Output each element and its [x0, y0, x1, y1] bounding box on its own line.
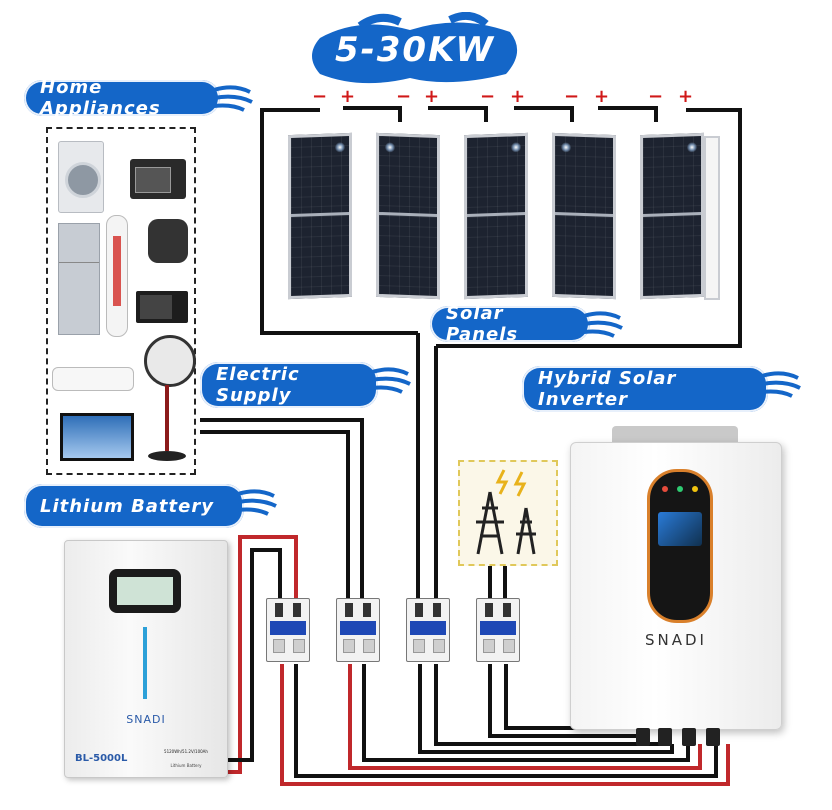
fan-base: [148, 451, 186, 461]
solar-panel: [640, 132, 704, 300]
sun-glare-icon: [385, 142, 395, 153]
plus-sign: +: [594, 86, 610, 107]
solar-panels-label-text: Solar Panels: [446, 303, 519, 345]
electric-supply-label: Electric Supply: [200, 362, 411, 408]
swirl-icon: [214, 85, 253, 112]
inverter-ports: [636, 726, 736, 748]
grid-wires: [488, 566, 507, 600]
refrigerator-icon: [58, 223, 100, 335]
solar-panel-edge: [704, 136, 720, 300]
utility-grid: [458, 460, 558, 566]
circuit-breaker-grid: [476, 598, 520, 662]
lithium-battery-label-text: Lithium Battery: [40, 495, 214, 517]
inverter-control-panel: [647, 469, 713, 623]
minus-sign: −: [312, 86, 328, 107]
solar-panel: [376, 132, 440, 300]
sun-glare-icon: [335, 142, 345, 153]
home-appliances-label-text: Home Appliances: [40, 77, 161, 119]
solar-panel: [552, 132, 616, 300]
panel-string-wires: [260, 106, 742, 600]
plus-sign: +: [510, 86, 526, 107]
plus-sign: +: [678, 86, 694, 107]
microwave-icon: [136, 291, 188, 323]
inverter-brand: SNADI: [645, 631, 707, 649]
plus-sign: +: [340, 86, 356, 107]
appliance-supply-wires: [200, 418, 364, 600]
lithium-battery-label: Lithium Battery: [24, 484, 277, 528]
toaster-oven-icon: [130, 159, 186, 199]
swirl-icon: [762, 371, 801, 398]
circuit-breaker-load: [336, 598, 380, 662]
sun-glare-icon: [511, 142, 521, 153]
minus-sign: −: [480, 86, 496, 107]
television-icon: [60, 413, 134, 461]
lithium-battery-unit: SNADI BL-5000L 5120Wh/51.2V/100Ah Lithiu…: [64, 540, 228, 778]
minus-sign: −: [648, 86, 664, 107]
minus-sign: −: [396, 86, 412, 107]
hybrid-inverter-label: Hybrid Solar Inverter: [522, 366, 801, 412]
home-appliances-label: Home Appliances: [24, 77, 253, 119]
rice-cooker-icon: [148, 219, 188, 263]
fan-icon: [144, 335, 196, 387]
swirl-icon: [238, 489, 277, 516]
battery-brand: SNADI: [126, 713, 166, 726]
inverter-screen: [658, 512, 702, 546]
swirl-icon: [372, 367, 411, 394]
plus-sign: +: [424, 86, 440, 107]
fan-stand: [165, 385, 169, 451]
power-tower-icon: [476, 469, 536, 555]
hybrid-inverter-label-text: Hybrid Solar Inverter: [538, 368, 677, 410]
solar-panel: [464, 132, 528, 300]
sun-glare-icon: [561, 142, 571, 153]
minus-sign: −: [564, 86, 580, 107]
battery-model: BL-5000L: [75, 753, 128, 764]
solar-panels-label: Solar Panels: [430, 303, 623, 345]
swirl-icon: [584, 311, 623, 338]
power-range-text: 5-30KW: [334, 30, 496, 70]
circuit-breaker-battery: [266, 598, 310, 662]
hybrid-inverter-unit: SNADI: [570, 442, 782, 730]
sun-glare-icon: [687, 142, 697, 153]
battery-spec: 5120Wh/51.2V/100Ah: [164, 749, 208, 754]
appliances-group: [46, 127, 196, 475]
electric-supply-label-text: Electric Supply: [216, 364, 300, 406]
power-range-badge: [312, 12, 518, 84]
solar-panel: [288, 132, 352, 300]
battery-type: Lithium Battery: [170, 763, 202, 768]
battery-indicator-strip: [143, 627, 147, 699]
inverter-mount-bracket: [612, 426, 738, 446]
air-conditioner-icon: [52, 367, 134, 391]
circuit-breaker-pv: [406, 598, 450, 662]
battery-wires: [226, 535, 298, 774]
washing-machine-icon: [58, 141, 104, 213]
tower-air-conditioner-icon: [106, 215, 128, 337]
battery-display: [109, 569, 181, 613]
